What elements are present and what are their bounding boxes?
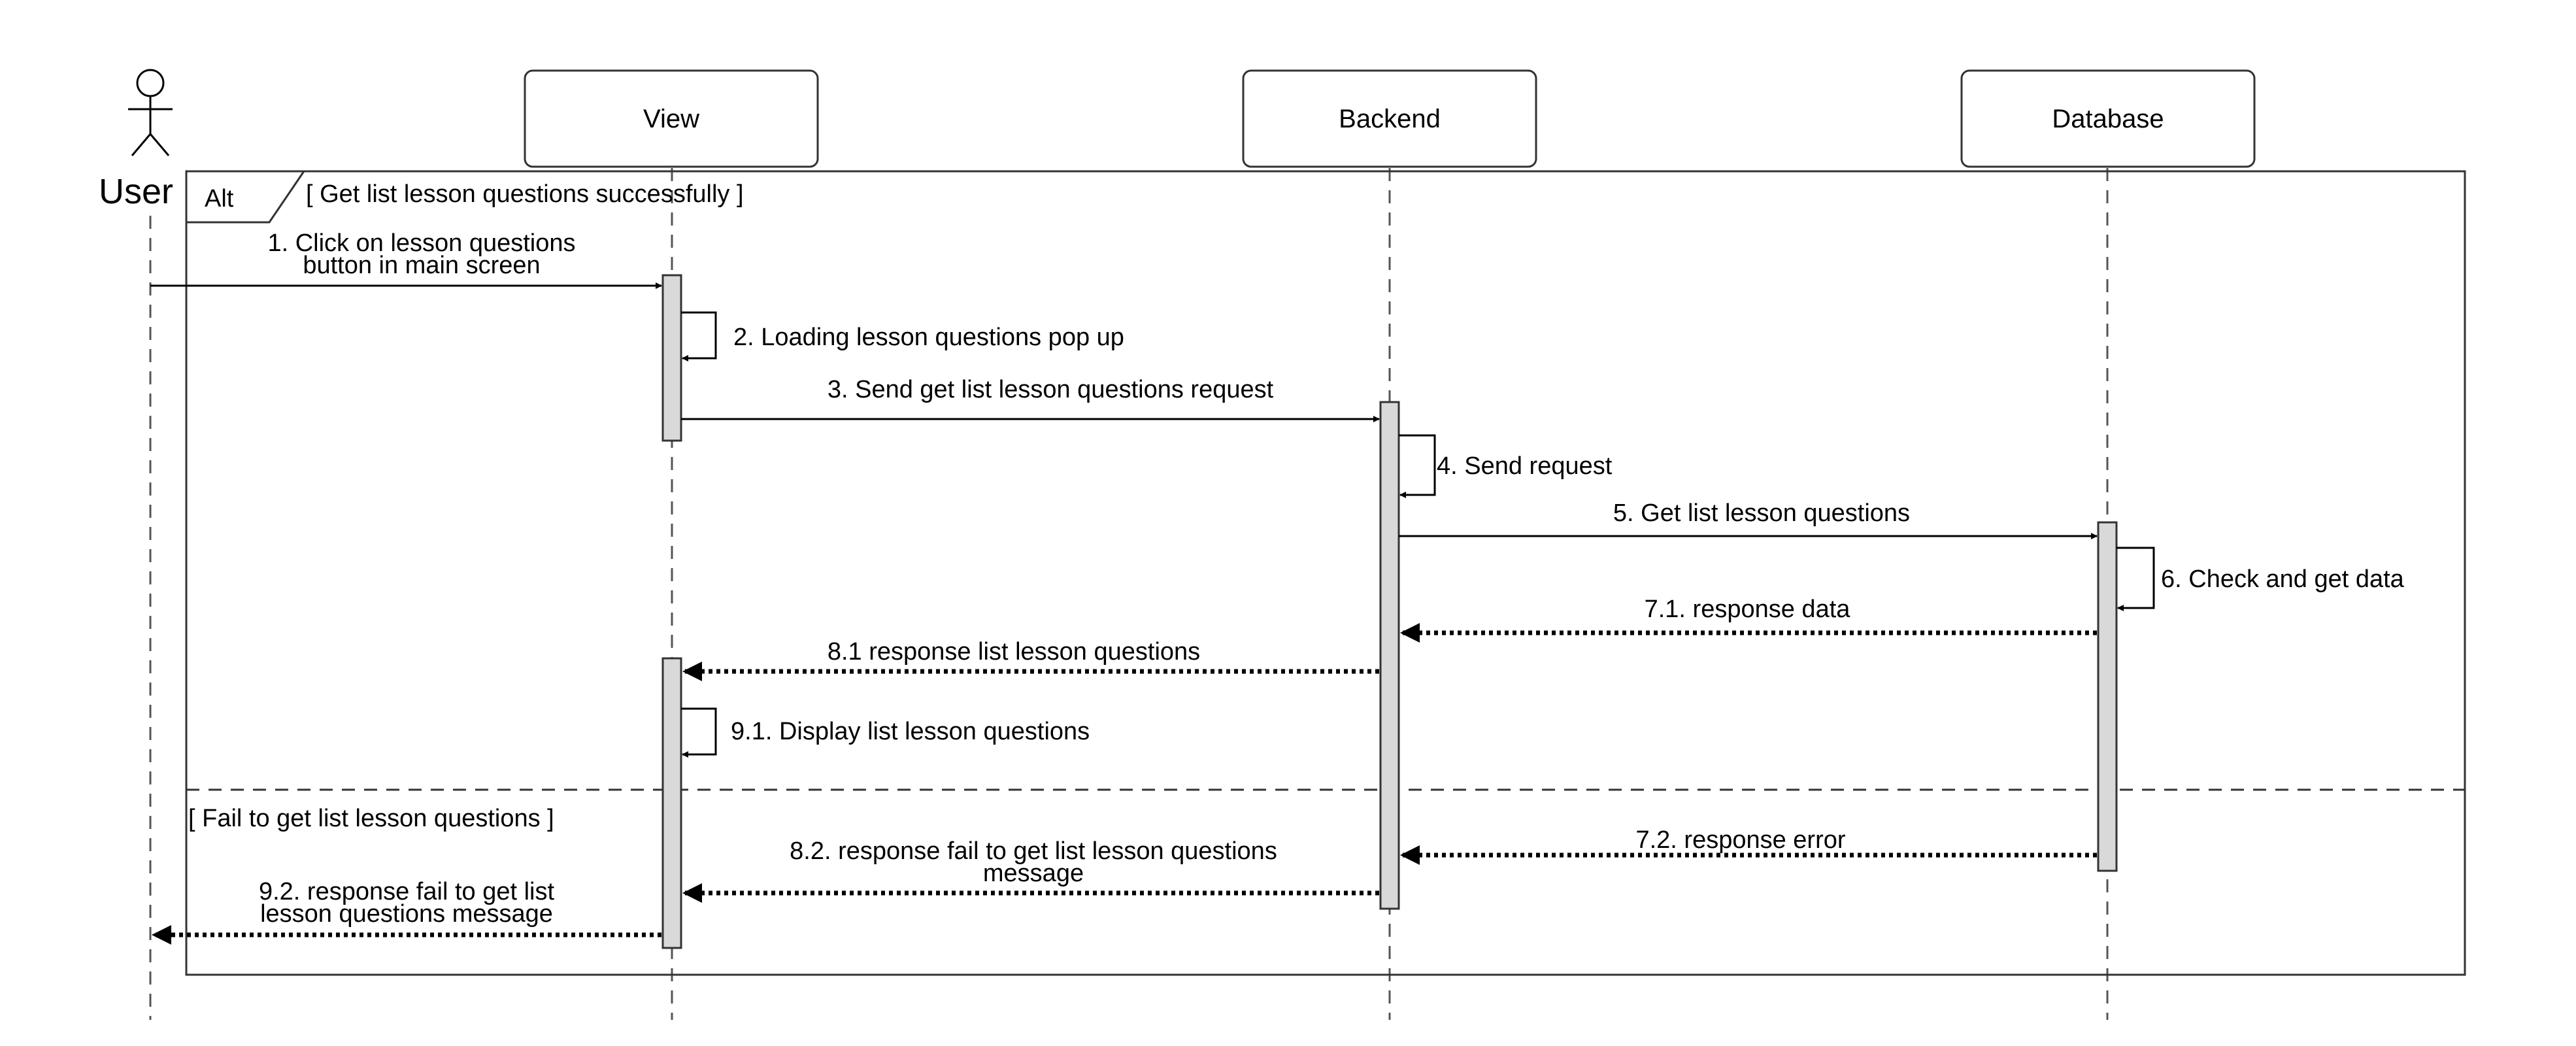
message-4-arrow	[1399, 434, 1436, 498]
view-activation-1	[661, 274, 682, 442]
alt-operator-label: Alt	[205, 185, 234, 212]
message-5-label: 5. Get list lesson questions	[1613, 499, 1910, 527]
guard-success: [ Get list lesson questions successfully…	[306, 180, 744, 208]
database-participant-label: Database	[2052, 105, 2164, 133]
backend-activation	[1379, 401, 1400, 910]
user-actor-icon	[128, 69, 173, 156]
database-activation	[2097, 521, 2118, 872]
database-participant-box	[1960, 69, 2256, 168]
message-2-label: 2. Loading lesson questions pop up	[733, 324, 1124, 351]
message-8-1-label: 8.1 response list lesson questions	[828, 638, 1200, 666]
view-activation-2	[661, 657, 682, 949]
message-6-label: 6. Check and get data	[2161, 565, 2405, 593]
message-7-2-label: 7.2. response error	[1635, 826, 1845, 854]
message-1-label-line1: 1. Click on lesson questions	[267, 229, 575, 257]
message-9-1-label: 9.1. Display list lesson questions	[731, 718, 1090, 745]
message-8-2-label-line2: message	[983, 860, 1084, 887]
message-3-label: 3. Send get list lesson questions reques…	[828, 376, 1274, 403]
message-8-2-label-line1: 8.2. response fail to get list lesson qu…	[790, 837, 1277, 865]
alt-operator-tab	[186, 171, 305, 224]
message-9-1-arrow	[681, 707, 717, 758]
view-participant-label: View	[643, 105, 699, 133]
message-6-arrow	[2116, 547, 2155, 611]
guard-fail: [ Fail to get list lesson questions ]	[188, 805, 554, 832]
backend-participant-box	[1242, 69, 1537, 168]
backend-participant-label: Backend	[1339, 105, 1441, 133]
message-2-arrow	[681, 311, 717, 362]
user-label: User	[99, 172, 173, 211]
message-1-label-line2: button in main screen	[303, 252, 540, 279]
message-4-label: 4. Send request	[1437, 452, 1613, 480]
view-participant-box	[524, 69, 819, 168]
message-7-1-label: 7.1. response data	[1645, 596, 1851, 623]
alt-fragment	[185, 170, 2466, 976]
message-9-2-label-line2: lesson questions message	[260, 900, 553, 928]
message-9-2-label-line1: 9.2. response fail to get list	[259, 878, 554, 905]
